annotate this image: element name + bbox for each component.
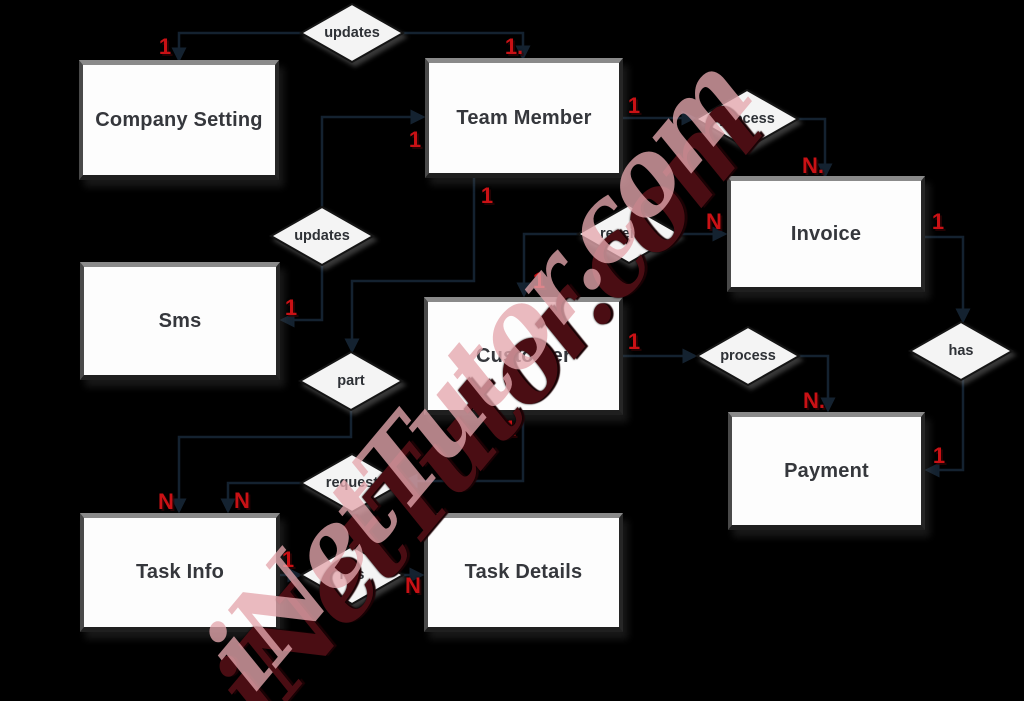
- cardinality-invoice-has: 1: [931, 209, 945, 234]
- relationship-process-invoice-label: process: [719, 111, 775, 127]
- line-process2-payment: [799, 354, 836, 413]
- diamond-part: [297, 350, 405, 412]
- line-request-taskinfo: [220, 481, 301, 514]
- entity-company-setting-label: Company Setting: [95, 108, 263, 131]
- line-updates-teammember: [403, 31, 531, 61]
- cardinality-customer-process: 1: [627, 329, 641, 354]
- cardinality-teammember-updates-mid: 1: [408, 127, 422, 152]
- diamond-updates-mid: [268, 205, 376, 267]
- diamond-receives: [575, 203, 683, 265]
- entity-customer: Customer: [424, 297, 623, 415]
- cardinality-invoice-receives: N: [706, 209, 722, 234]
- entity-task-info-label: Task Info: [135, 561, 225, 583]
- relationship-has-invoice-payment-label: has: [948, 343, 974, 359]
- entity-payment: Payment: [728, 412, 925, 530]
- cardinality-payment-process: N.: [803, 388, 825, 413]
- cardinality-teammember-updates-top: 1.: [504, 34, 524, 59]
- cardinality-payment-has: 1: [932, 443, 946, 468]
- relationship-receives-label: receives: [599, 226, 659, 242]
- cardinality-teammember-process: 1: [627, 93, 641, 118]
- line-updates2-teammember: [320, 109, 426, 208]
- line-receives-customer: [516, 232, 578, 298]
- cardinality-company-updates: 1: [158, 34, 172, 59]
- diamond-process-invoice: [693, 88, 801, 150]
- cardinality-taskinfo-has: 1: [281, 547, 295, 572]
- line-process-invoice: [798, 117, 833, 179]
- cardinality-taskdetails-has: N: [405, 573, 421, 598]
- cardinality-invoice-process: N.: [802, 153, 824, 178]
- entity-invoice: Invoice: [727, 176, 925, 292]
- cardinality-customer-request: 1: [503, 416, 517, 441]
- line-updates2-sms: [279, 264, 324, 328]
- entity-team-member: Team Member: [425, 58, 623, 178]
- relationship-updates-mid-label: updates: [294, 228, 350, 244]
- line-teammember-part: [344, 178, 476, 354]
- relationship-has-task-label: has: [339, 567, 365, 583]
- entity-payment-label: Payment: [784, 459, 869, 482]
- cardinality-customer-receives: 1: [532, 268, 546, 293]
- entity-task-info: Task Info: [80, 513, 280, 632]
- line-invoice-has: [925, 235, 971, 324]
- entity-sms-label: Sms: [158, 309, 202, 332]
- entity-company-setting: Company Setting: [79, 60, 279, 180]
- line-updates-company: [171, 31, 301, 63]
- entity-sms: Sms: [80, 262, 280, 380]
- relationship-request-label: request: [325, 475, 379, 491]
- entity-invoice-label: Invoice: [790, 222, 862, 245]
- diamond-has-invoice-payment: [907, 320, 1015, 382]
- line-customer-request: [402, 415, 525, 489]
- entity-team-member-label: Team Member: [456, 106, 592, 129]
- diamond-request: [298, 452, 406, 514]
- diamond-has-task: [298, 544, 406, 606]
- diamond-process-payment: [694, 325, 802, 387]
- diamond-updates-top: [298, 2, 406, 64]
- entity-customer-label: Customer: [476, 344, 571, 367]
- line-part-taskinfo: [171, 409, 353, 514]
- entity-task-details: Task Details: [424, 513, 623, 632]
- cardinality-taskinfo-request: N: [234, 488, 250, 513]
- cardinality-taskinfo-part: N: [158, 489, 174, 514]
- cardinality-teammember-part: 1: [480, 183, 494, 208]
- entity-task-details-label: Task Details: [464, 561, 583, 583]
- cardinality-sms-updates: 1: [284, 295, 298, 320]
- line-has-payment: [924, 379, 965, 478]
- relationship-process-payment-label: process: [720, 348, 776, 364]
- relationship-part-label: part: [337, 373, 365, 389]
- relationship-updates-top-label: updates: [324, 25, 380, 41]
